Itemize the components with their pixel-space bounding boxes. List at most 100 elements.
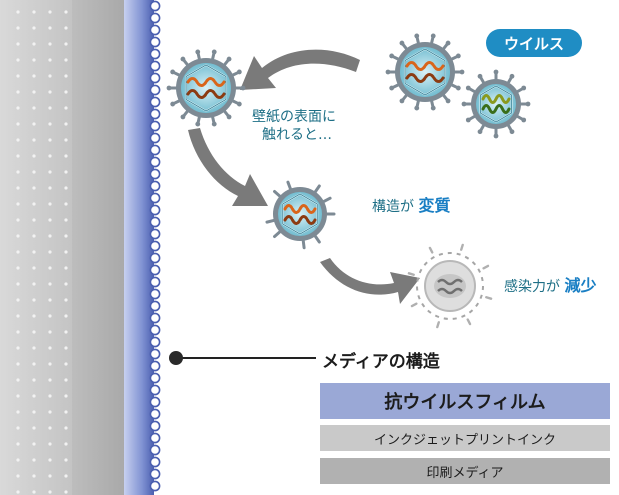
texture-dot xyxy=(32,90,36,94)
structure-caption: 構造が 変質 xyxy=(372,192,450,216)
texture-dot xyxy=(64,346,68,350)
film-bead xyxy=(149,168,161,180)
texture-dot xyxy=(16,202,20,206)
texture-dot xyxy=(16,186,20,190)
film-bead xyxy=(149,324,161,336)
texture-dot xyxy=(32,490,36,494)
texture-dot xyxy=(16,410,20,414)
texture-dot xyxy=(64,282,68,286)
structure-caption-prefix: 構造が xyxy=(372,199,414,215)
legend-layer-media: 印刷メディア xyxy=(320,458,610,484)
texture-dot xyxy=(32,394,36,398)
film-bead xyxy=(149,156,161,168)
film-bead xyxy=(149,384,161,396)
touch-caption-line1: 壁紙の表面に xyxy=(252,109,336,125)
infect-caption-emph: 減少 xyxy=(564,276,597,295)
texture-dot xyxy=(48,10,52,14)
texture-dot xyxy=(64,410,68,414)
film-bead xyxy=(149,96,161,108)
film-bead xyxy=(149,300,161,312)
film-bead xyxy=(149,420,161,432)
film-bead xyxy=(149,468,161,480)
texture-dot xyxy=(32,346,36,350)
texture-dot xyxy=(64,218,68,222)
film-bead xyxy=(149,108,161,120)
texture-dot xyxy=(64,10,68,14)
texture-dot xyxy=(64,378,68,382)
texture-dot xyxy=(32,266,36,270)
texture-dot xyxy=(32,58,36,62)
film-bead xyxy=(149,312,161,324)
arrow-reduce xyxy=(320,258,420,304)
film-bead xyxy=(149,36,161,48)
virus-denatured xyxy=(265,180,336,250)
texture-dot xyxy=(16,346,20,350)
texture-dot xyxy=(32,458,36,462)
texture-dot xyxy=(48,106,52,110)
texture-dot xyxy=(64,122,68,126)
texture-dot xyxy=(64,186,68,190)
film-bead xyxy=(149,60,161,72)
film-bead xyxy=(149,144,161,156)
texture-dot xyxy=(32,42,36,46)
texture-dot xyxy=(32,426,36,430)
texture-dot xyxy=(64,330,68,334)
texture-dot xyxy=(48,330,52,334)
texture-dot xyxy=(48,362,52,366)
texture-dot xyxy=(16,442,20,446)
texture-dot xyxy=(48,410,52,414)
texture-dot xyxy=(16,170,20,174)
texture-dot xyxy=(64,42,68,46)
flow-arrows xyxy=(188,49,420,304)
media-layer-film xyxy=(124,0,154,495)
film-bead xyxy=(149,84,161,96)
texture-dot xyxy=(16,298,20,302)
texture-dot xyxy=(32,234,36,238)
film-bead xyxy=(149,180,161,192)
leader-dot xyxy=(169,351,183,365)
texture-dot xyxy=(32,442,36,446)
film-bead xyxy=(149,336,161,348)
infect-caption-prefix: 感染力が xyxy=(504,279,560,295)
texture-dot xyxy=(64,314,68,318)
texture-dot xyxy=(64,90,68,94)
virus-attached xyxy=(166,49,246,127)
film-bead xyxy=(149,360,161,372)
texture-dot xyxy=(16,10,20,14)
texture-dot xyxy=(64,234,68,238)
virus-small xyxy=(461,69,531,139)
texture-dot xyxy=(48,154,52,158)
film-bead xyxy=(149,348,161,360)
film-bead xyxy=(149,240,161,252)
infect-caption: 感染力が 減少 xyxy=(504,272,596,296)
texture-dot xyxy=(64,474,68,478)
texture-dot xyxy=(32,330,36,334)
texture-dot xyxy=(16,122,20,126)
texture-dot xyxy=(16,74,20,78)
texture-dot xyxy=(48,42,52,46)
arrow-change xyxy=(188,128,268,206)
texture-dot xyxy=(48,458,52,462)
texture-dot xyxy=(48,442,52,446)
texture-dot xyxy=(16,250,20,254)
film-bead xyxy=(149,372,161,384)
film-bead xyxy=(149,396,161,408)
media-structure-title: メディアの構造 xyxy=(322,352,440,372)
film-bead xyxy=(149,132,161,144)
texture-dot xyxy=(32,138,36,142)
legend-layer-film-label: 抗ウイルスフィルム xyxy=(384,392,546,413)
texture-dot xyxy=(48,202,52,206)
texture-dot xyxy=(48,378,52,382)
texture-dot xyxy=(32,202,36,206)
texture-dot xyxy=(64,58,68,62)
legend-layer-ink: インクジェットプリントインク xyxy=(320,425,610,451)
texture-dot xyxy=(32,154,36,158)
texture-dot xyxy=(32,74,36,78)
texture-dot xyxy=(48,170,52,174)
texture-dot xyxy=(32,170,36,174)
film-bead xyxy=(149,72,161,84)
film-bead xyxy=(149,228,161,240)
texture-dot xyxy=(48,122,52,126)
